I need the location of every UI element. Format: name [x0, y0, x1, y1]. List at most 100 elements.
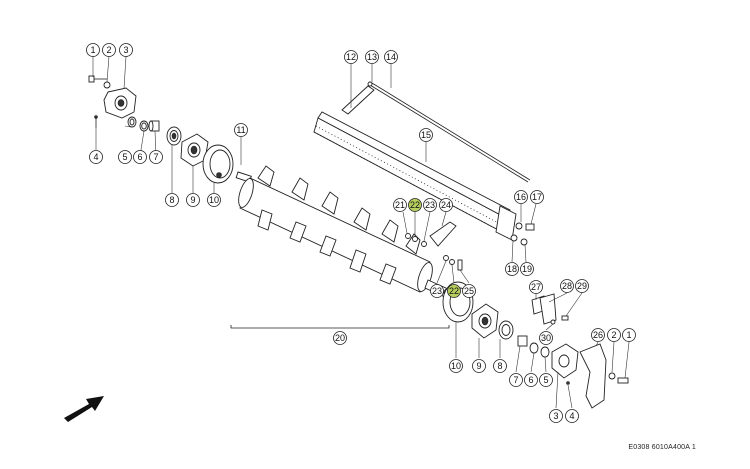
callout-circle [549, 409, 563, 423]
callout-circle [447, 284, 461, 298]
callout-circle [472, 359, 486, 373]
callout-label: 2 [106, 45, 111, 55]
callout-circle [333, 331, 347, 345]
callout-label: 23 [432, 286, 442, 296]
callout-3: 3 [119, 43, 133, 57]
callout-7: 7 [509, 373, 523, 387]
callout-label: 6 [137, 152, 142, 162]
callout-5: 5 [118, 150, 132, 164]
callout-23: 23 [423, 198, 437, 212]
callout-22: 22 [447, 284, 461, 298]
leader-lines-right [455, 292, 630, 409]
callout-label: 9 [190, 195, 195, 205]
callout-label: 1 [626, 330, 631, 340]
callout-1: 1 [622, 328, 636, 342]
callout-circle [419, 128, 433, 142]
middle-fasteners [402, 211, 470, 284]
callout-label: 22 [410, 200, 420, 210]
callout-28: 28 [560, 279, 574, 293]
callout-label: 17 [532, 192, 542, 202]
callout-label: 23 [425, 200, 435, 210]
callout-label: 8 [169, 195, 174, 205]
callout-circle [423, 198, 437, 212]
callout-2: 2 [102, 43, 116, 57]
callout-label: 29 [577, 281, 587, 291]
callout-label: 10 [209, 195, 219, 205]
callout-6: 6 [524, 373, 538, 387]
callout-circle [565, 409, 579, 423]
callout-25: 25 [462, 284, 476, 298]
callout-label: 19 [522, 264, 532, 274]
callout-label: 5 [543, 375, 548, 385]
callout-label: 28 [562, 281, 572, 291]
callout-14: 14 [384, 50, 398, 64]
callout-circle [149, 150, 163, 164]
callout-label: 14 [386, 52, 396, 62]
callout-4: 4 [89, 150, 103, 164]
callout-21: 21 [393, 198, 407, 212]
callout-circle [102, 43, 116, 57]
top-bar-assembly [313, 81, 535, 246]
callout-circle [622, 328, 636, 342]
direction-arrow-icon [64, 396, 104, 422]
callout-label: 1 [90, 45, 95, 55]
callout-16: 16 [514, 190, 528, 204]
callout-label: 3 [553, 411, 558, 421]
callout-19: 19 [520, 262, 534, 276]
callout-circle [524, 373, 538, 387]
callout-8: 8 [165, 193, 179, 207]
callout-label: 25 [464, 286, 474, 296]
callout-label: 7 [513, 375, 518, 385]
callout-circle [234, 123, 248, 137]
callout-11: 11 [234, 123, 248, 137]
leader-lines-left [92, 55, 242, 193]
callout-label: 12 [346, 52, 356, 62]
callout-circle [607, 328, 621, 342]
callout-circle [365, 50, 379, 64]
callout-circle [505, 262, 519, 276]
callout-7: 7 [149, 150, 163, 164]
callout-circle [119, 43, 133, 57]
callout-label: 24 [441, 200, 451, 210]
callout-circle [539, 373, 553, 387]
callout-4: 4 [565, 409, 579, 423]
callout-label: 11 [236, 125, 245, 135]
callout-10: 10 [207, 193, 221, 207]
callout-22: 22 [408, 198, 422, 212]
right-bearing-assembly [442, 281, 629, 409]
callout-circle [118, 150, 132, 164]
callout-17: 17 [530, 190, 544, 204]
callout-26: 26 [591, 328, 605, 342]
callout-18: 18 [505, 262, 519, 276]
callout-circle [514, 190, 528, 204]
callout-8: 8 [493, 359, 507, 373]
callout-1: 1 [86, 43, 100, 57]
callout-9: 9 [472, 359, 486, 373]
callout-label: 2 [611, 330, 616, 340]
callout-circle [493, 359, 507, 373]
callout-circle [560, 279, 574, 293]
callout-label: 26 [593, 330, 603, 340]
callout-label: 22 [449, 286, 459, 296]
callout-2: 2 [607, 328, 621, 342]
callout-circle [344, 50, 358, 64]
callout-15: 15 [419, 128, 433, 142]
callout-label: 7 [153, 152, 158, 162]
callout-circle [462, 284, 476, 298]
callout-circle [430, 284, 444, 298]
callout-circle [539, 331, 553, 345]
callout-circle [186, 193, 200, 207]
callout-label: 6 [528, 375, 533, 385]
callout-circle [439, 198, 453, 212]
callout-circle [591, 328, 605, 342]
callout-label: 4 [93, 152, 98, 162]
callout-label: 9 [476, 361, 481, 371]
callout-circle [207, 193, 221, 207]
callout-circle [530, 190, 544, 204]
leader-lines-top [350, 64, 537, 263]
callout-12: 12 [344, 50, 358, 64]
callout-circle [384, 50, 398, 64]
callout-label: 3 [123, 45, 128, 55]
callout-circle [449, 359, 463, 373]
